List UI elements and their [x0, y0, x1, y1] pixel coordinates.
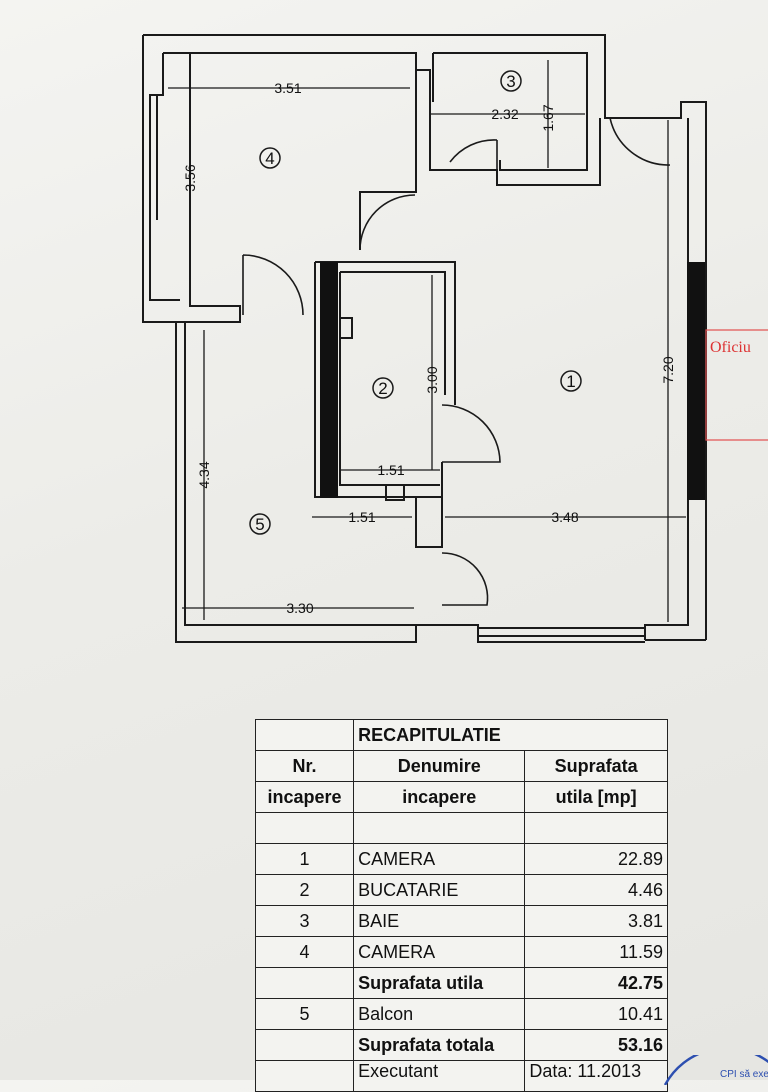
total-row: Suprafata totala 53.16 [254, 1029, 668, 1061]
col-name-header-2: incapere [353, 781, 526, 813]
room-number-1: 1 [566, 372, 575, 391]
balcony-nr: 5 [254, 998, 355, 1030]
row-area: 4.46 [524, 874, 668, 906]
col-area-header: Suprafata [524, 750, 668, 782]
dim-167: 1.67 [540, 104, 556, 131]
row-name: BUCATARIE [353, 874, 526, 906]
bottom-window [478, 627, 645, 637]
table-corner [254, 719, 355, 751]
row-area: 11.59 [524, 936, 668, 968]
col-name-line1: Denumire [397, 755, 481, 776]
office-stamp [705, 329, 768, 441]
door-arc-bath [449, 139, 498, 180]
empty-cell [254, 1029, 355, 1061]
empty-cell [254, 1060, 355, 1092]
outer-wall-left-inner [149, 53, 180, 301]
dim-232: 2.32 [491, 106, 518, 122]
balcony-name: Balcon [353, 998, 526, 1030]
inner-wall-top [163, 52, 417, 250]
total-label: Suprafata totala [353, 1029, 526, 1061]
col-area-line1: Suprafata [554, 755, 638, 776]
row-area: 3.81 [524, 905, 668, 937]
empty-cell [254, 812, 355, 844]
empty-cell [254, 967, 355, 999]
door-arc-entry [609, 117, 671, 166]
balcony-row: 5 Balcon 10.41 [254, 998, 668, 1030]
recapitulation-table: RECAPITULATIE Nr. Denumire Suprafata inc… [254, 719, 668, 1092]
col-nr-header-2: incapere [254, 781, 355, 813]
dim-348: 3.48 [551, 509, 578, 525]
col-nr-header: Nr. [254, 750, 355, 782]
shaft-walls [415, 497, 443, 548]
room-number-4: 4 [265, 149, 274, 168]
kitchen-thick-wall [320, 262, 338, 498]
empty-cell [353, 812, 526, 844]
dim-351: 3.51 [274, 80, 301, 96]
dim-151-balcony: 1.51 [348, 509, 375, 525]
row-area: 22.89 [524, 843, 668, 875]
room-number-3: 3 [506, 72, 515, 91]
door-arc-balcony [441, 552, 489, 606]
row-nr: 1 [254, 843, 355, 875]
row-name: BAIE [353, 905, 526, 937]
table-row: 4 CAMERA 11.59 [254, 936, 668, 968]
balcony-area: 10.41 [524, 998, 668, 1030]
balcony-inner [184, 322, 415, 626]
dim-434: 4.34 [196, 461, 212, 488]
floor-plan: 3.51 3.56 2.32 1.67 7.20 3.00 1.51 1.51 … [142, 34, 768, 643]
footer-row: Executant Data: 11.2013 [254, 1060, 668, 1092]
row-nr: 2 [254, 874, 355, 906]
office-stamp-text: Oficiu [710, 339, 751, 356]
balcony-wall [175, 322, 645, 643]
empty-cell [524, 812, 668, 844]
table-title: RECAPITULATIE [353, 719, 668, 751]
room-number-5: 5 [255, 515, 264, 534]
subtotal-row: Suprafata utila 42.75 [254, 967, 668, 999]
dim-720: 7.20 [660, 356, 676, 383]
table-row: 2 BUCATARIE 4.46 [254, 874, 668, 906]
col-name-header: Denumire [353, 750, 526, 782]
right-thick-wall [687, 262, 705, 500]
subtotal-label: Suprafata utila [353, 967, 526, 999]
kitchen-bottom [385, 485, 405, 501]
dim-356: 3.56 [182, 164, 198, 191]
outer-wall-top [143, 34, 707, 640]
row-nr: 4 [254, 936, 355, 968]
date-label: Data: 11.2013 [524, 1060, 668, 1092]
row-nr: 3 [254, 905, 355, 937]
left-window [149, 95, 158, 220]
seal: CPI să exe [663, 1055, 768, 1085]
subtotal-area: 42.75 [524, 967, 668, 999]
dim-330: 3.30 [286, 600, 313, 616]
table-row: 3 BAIE 3.81 [254, 905, 668, 937]
door-arc-kitchen [441, 404, 501, 463]
door-arc-room5 [242, 254, 304, 316]
col-area-header-2: utila [mp] [524, 781, 668, 813]
dim-300: 3.00 [424, 366, 440, 393]
total-area: 53.16 [524, 1029, 668, 1061]
dim-151-kitchen: 1.51 [377, 462, 404, 478]
room-number-2: 2 [378, 379, 387, 398]
row-name: CAMERA [353, 843, 526, 875]
door-arc-room4 [359, 194, 416, 251]
table-row: 1 CAMERA 22.89 [254, 843, 668, 875]
seal-text: CPI să exe [720, 1069, 768, 1080]
col-nr-line1: Nr. [292, 755, 317, 776]
executant-label: Executant [353, 1060, 526, 1092]
row-name: CAMERA [353, 936, 526, 968]
kitchen-walls [314, 261, 456, 498]
